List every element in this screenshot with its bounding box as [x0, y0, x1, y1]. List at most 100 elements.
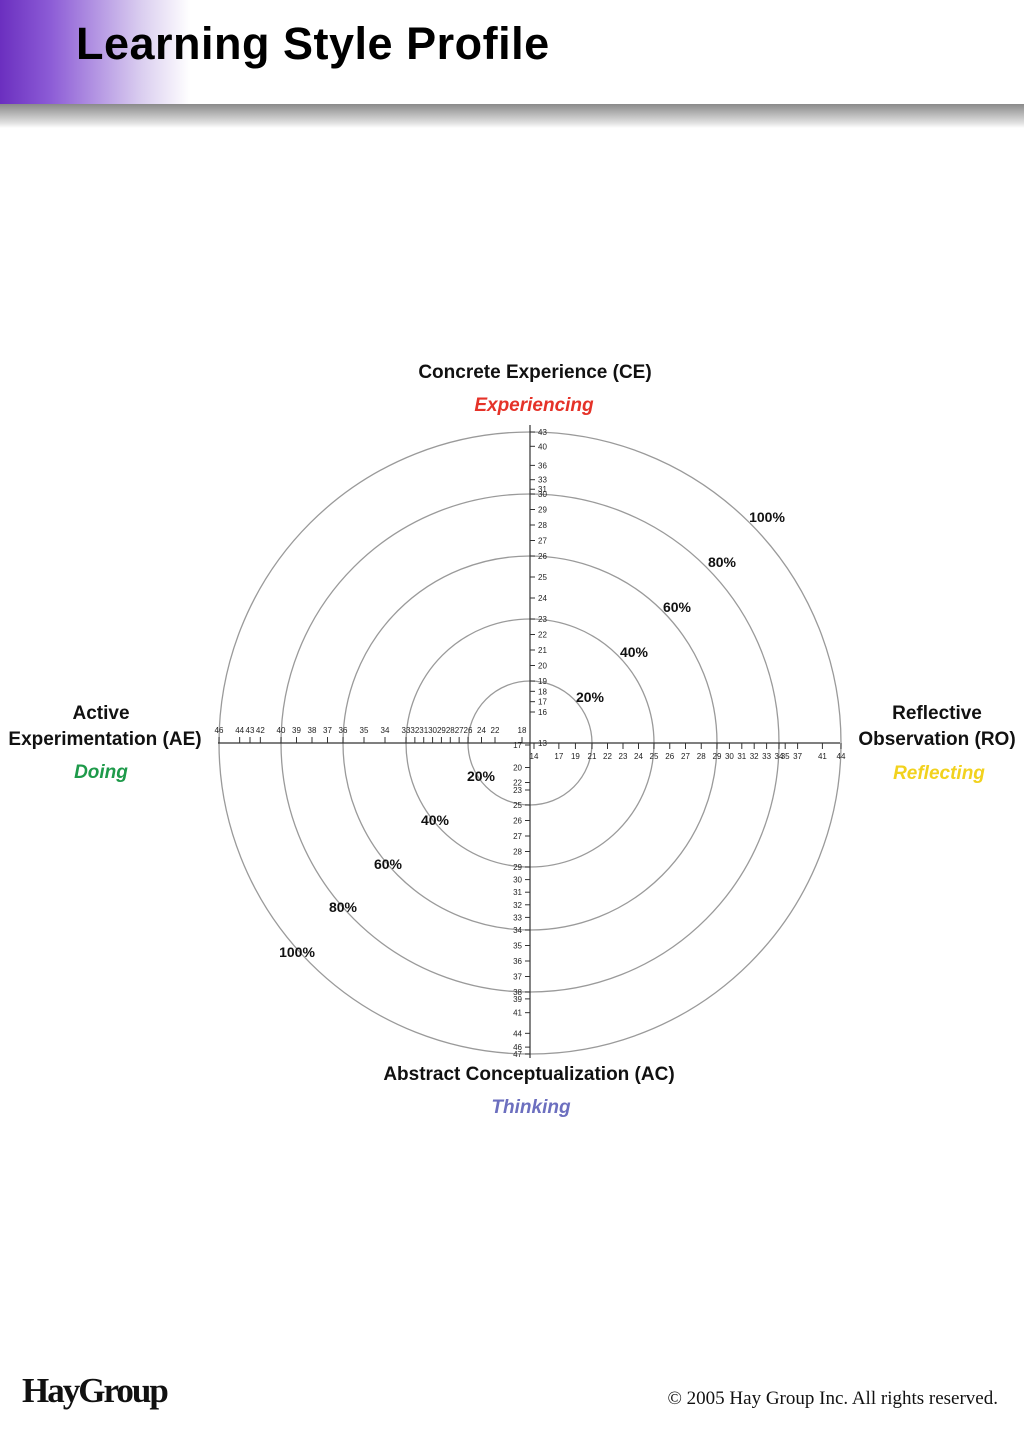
ae-tick-label: 35 — [360, 726, 369, 735]
ac-tick-label: 37 — [513, 973, 522, 982]
ce-tick-label: 17 — [538, 698, 547, 707]
ae-tick-label: 43 — [246, 726, 255, 735]
ae-tick-label: 24 — [477, 726, 486, 735]
ce-tick-label: 30 — [538, 490, 547, 499]
ac-tick-label: 46 — [513, 1043, 522, 1052]
axis-title-ro-line2: Observation (RO) — [858, 729, 1015, 750]
ac-tick-label: 39 — [513, 995, 522, 1004]
ro-tick-label: 27 — [681, 752, 690, 761]
ac-tick-label: 23 — [513, 786, 522, 795]
ro-tick-label: 34 — [775, 752, 784, 761]
haygroup-logo: HayGroup — [22, 1371, 169, 1410]
percentile-label-ne-40: 40% — [620, 644, 649, 660]
ac-tick-label: 44 — [513, 1029, 522, 1038]
ac-tick-label: 33 — [513, 913, 522, 922]
ac-tick-label: 27 — [513, 832, 522, 841]
ro-tick-label: 41 — [818, 752, 827, 761]
ac-tick-label: 20 — [513, 764, 522, 773]
axis-title-ce: Concrete Experience (CE) — [418, 362, 651, 383]
ae-tick-label: 27 — [455, 726, 464, 735]
ce-tick-label: 40 — [538, 442, 547, 451]
ae-tick-label: 26 — [464, 726, 473, 735]
scale-ticks: 1316171819202122232425262728293031333640… — [215, 428, 846, 1059]
percentile-label-ne-100: 100% — [749, 509, 785, 525]
ro-tick-label: 26 — [665, 752, 674, 761]
ro-tick-label: 14 — [530, 752, 539, 761]
ce-tick-label: 16 — [538, 708, 547, 717]
axis-title-ae-line1: Active — [72, 703, 129, 724]
ae-tick-label: 39 — [292, 726, 301, 735]
ro-tick-label: 24 — [634, 752, 643, 761]
ae-tick-label: 38 — [308, 726, 317, 735]
percentile-label-sw-100: 100% — [279, 944, 315, 960]
percentile-label-sw-20: 20% — [467, 768, 496, 784]
ro-tick-label: 35 — [781, 752, 790, 761]
header-shadow-bar — [0, 104, 1024, 128]
ce-tick-label: 13 — [538, 739, 547, 748]
ce-tick-label: 28 — [538, 521, 547, 530]
mode-label-reflecting: Reflecting — [893, 763, 985, 784]
ce-tick-label: 43 — [538, 428, 547, 437]
ro-tick-label: 28 — [697, 752, 706, 761]
ce-tick-label: 25 — [538, 573, 547, 582]
ac-tick-label: 29 — [513, 863, 522, 872]
ce-tick-label: 29 — [538, 506, 547, 515]
ro-tick-label: 25 — [650, 752, 659, 761]
page-title: Learning Style Profile — [76, 18, 550, 69]
ac-tick-label: 32 — [513, 901, 522, 910]
ae-tick-label: 28 — [446, 726, 455, 735]
ro-tick-label: 30 — [725, 752, 734, 761]
ce-tick-label: 26 — [538, 552, 547, 561]
percentile-label-ne-20: 20% — [576, 689, 605, 705]
ae-tick-label: 34 — [381, 726, 390, 735]
copyright-text: © 2005 Hay Group Inc. All rights reserve… — [667, 1388, 998, 1409]
ac-tick-label: 26 — [513, 817, 522, 826]
ae-tick-label: 33 — [402, 726, 411, 735]
ae-tick-label: 29 — [437, 726, 446, 735]
ac-tick-label: 22 — [513, 779, 522, 788]
ac-tick-label: 25 — [513, 801, 522, 810]
mode-label-thinking: Thinking — [491, 1097, 571, 1118]
ae-tick-label: 18 — [518, 726, 527, 735]
ae-tick-label: 46 — [215, 726, 224, 735]
ro-tick-label: 33 — [762, 752, 771, 761]
ce-tick-label: 18 — [538, 687, 547, 696]
ce-tick-label: 31 — [538, 485, 547, 494]
ro-tick-label: 44 — [837, 752, 846, 761]
ac-tick-label: 38 — [513, 988, 522, 997]
ae-tick-label: 31 — [419, 726, 428, 735]
ae-tick-label: 22 — [491, 726, 500, 735]
ae-tick-label: 30 — [428, 726, 437, 735]
ce-tick-label: 23 — [538, 615, 547, 624]
ce-tick-label: 22 — [538, 631, 547, 640]
ro-tick-label: 37 — [793, 752, 802, 761]
ce-tick-label: 24 — [538, 594, 547, 603]
ro-tick-label: 32 — [750, 752, 759, 761]
axis-title-ac: Abstract Conceptualization (AC) — [383, 1064, 674, 1085]
ce-tick-label: 20 — [538, 662, 547, 671]
ce-tick-label: 19 — [538, 677, 547, 686]
ac-tick-label: 35 — [513, 942, 522, 951]
ac-tick-label: 36 — [513, 957, 522, 966]
ce-tick-label: 27 — [538, 537, 547, 546]
ae-tick-label: 44 — [235, 726, 244, 735]
percentile-label-ne-80: 80% — [708, 554, 737, 570]
ro-tick-label: 17 — [554, 752, 563, 761]
ac-tick-label: 28 — [513, 848, 522, 857]
percentile-label-sw-80: 80% — [329, 899, 358, 915]
ac-tick-label: 31 — [513, 888, 522, 897]
ae-tick-label: 40 — [277, 726, 286, 735]
ro-tick-label: 21 — [588, 752, 597, 761]
ro-tick-label: 23 — [619, 752, 628, 761]
ac-tick-label: 17 — [513, 741, 522, 750]
ae-tick-label: 32 — [410, 726, 419, 735]
ac-tick-label: 47 — [513, 1050, 522, 1059]
mode-label-doing: Doing — [74, 762, 128, 783]
ro-tick-label: 29 — [713, 752, 722, 761]
ro-tick-label: 31 — [737, 752, 746, 761]
ce-tick-label: 36 — [538, 461, 547, 470]
ro-tick-label: 19 — [571, 752, 580, 761]
axis-title-ae-line2: Experimentation (AE) — [8, 729, 201, 750]
ae-tick-label: 37 — [323, 726, 332, 735]
